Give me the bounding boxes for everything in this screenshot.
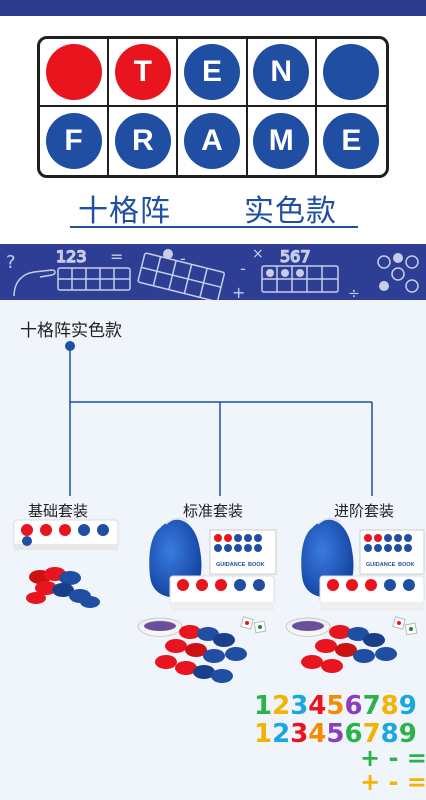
number-tile-digit: 4 <box>308 691 326 721</box>
ten-frame-disc: M <box>253 113 310 169</box>
ten-frame-cell <box>40 39 110 107</box>
standard-kit-image: GUIDANCE BOOK <box>137 517 277 683</box>
number-tile-digit: 9 <box>399 691 417 721</box>
banner-plus: + <box>232 283 245 300</box>
booklet-title-advanced-1: GUIDANCE <box>366 562 396 568</box>
number-tile-digit: 6 <box>344 691 362 721</box>
ten-frame-cell: E <box>178 39 248 107</box>
number-row-1: 123456789 <box>254 691 417 721</box>
number-tile-digit: 2 <box>272 691 290 721</box>
banner-minus-2: - <box>240 259 246 278</box>
number-tile-digit: 3 <box>290 691 308 721</box>
ten-frame-cell: A <box>178 107 248 175</box>
ten-frame-disc: E <box>323 113 380 169</box>
ten-frame-disc: E <box>183 44 240 100</box>
hand-icon <box>13 269 56 297</box>
ten-frame-disc: F <box>45 113 102 169</box>
ten-frame-cell: N <box>247 39 317 107</box>
ten-frame-disc <box>323 44 380 100</box>
branch-label-standard: 标准套装 <box>183 502 244 520</box>
ten-frame-disc: A <box>183 113 240 169</box>
banner-equals: = <box>110 247 123 266</box>
basic-kit-image <box>13 519 119 608</box>
number-tile-digit: 2 <box>272 719 290 749</box>
booklet-title-advanced-2: BOOK <box>398 562 415 568</box>
number-tile-digit: 8 <box>381 691 399 721</box>
ten-frame-cell: E <box>317 107 386 175</box>
subtitle-underline <box>70 226 358 228</box>
number-row-2: 123456789 <box>254 719 417 749</box>
number-tile-digit: 3 <box>290 719 308 749</box>
number-tile-digit: 1 <box>254 691 272 721</box>
ten-frame-cell: F <box>40 107 110 175</box>
ten-frame-cell: M <box>248 107 317 175</box>
booklet-title-standard-1: GUIDANCE <box>216 562 246 568</box>
banner-illustration: ? 123 = - + - × 567 <box>6 246 419 300</box>
number-tile-digit: 5 <box>326 691 344 721</box>
number-tile-digit: 5 <box>326 719 344 749</box>
banner-question: ? <box>6 252 16 273</box>
top-bar <box>0 0 426 16</box>
number-tile-digit: 6 <box>344 719 362 749</box>
number-tile-digit: 7 <box>363 719 381 749</box>
number-tile-digit: 7 <box>363 691 381 721</box>
subtitle-left: 十格阵 <box>78 194 171 229</box>
tree-root-label: 十格阵实色款 <box>20 321 122 341</box>
banner-numbers-right: 567 <box>280 247 311 266</box>
ten-frame-disc: R <box>114 113 171 169</box>
banner-minus-1: - <box>180 249 186 268</box>
number-tile-digit: 9 <box>399 719 417 749</box>
branch-label-basic: 基础套装 <box>28 502 89 520</box>
banner-divide: ÷ <box>348 286 360 300</box>
branch-label-advanced: 进阶套装 <box>334 502 395 520</box>
ops-row-2: + - = <box>360 768 426 796</box>
subtitle-right: 实色款 <box>244 194 337 229</box>
banner-numbers-left: 123 <box>56 247 87 266</box>
banner-times: × <box>252 246 264 262</box>
number-tile-digit: 4 <box>308 719 326 749</box>
number-tiles: 123456789 123456789 + - = + - = <box>254 691 426 796</box>
ten-frame-cell: R <box>109 107 179 175</box>
ten-frame-cell <box>316 39 386 107</box>
ten-frame-cell: T <box>109 39 179 107</box>
math-banner: ? 123 = - + - × 567 <box>0 244 426 300</box>
number-tile-digit: 1 <box>254 719 272 749</box>
ten-frame-disc <box>45 44 102 100</box>
booklet-title-standard-2: BOOK <box>248 562 265 568</box>
number-tile-digit: 8 <box>381 719 399 749</box>
ops-row-1: + - = <box>360 744 426 772</box>
advanced-kit-image: GUIDANCE BOOK <box>285 517 425 673</box>
ten-frame-disc: T <box>114 44 171 100</box>
ten-frame-disc: N <box>253 44 310 100</box>
